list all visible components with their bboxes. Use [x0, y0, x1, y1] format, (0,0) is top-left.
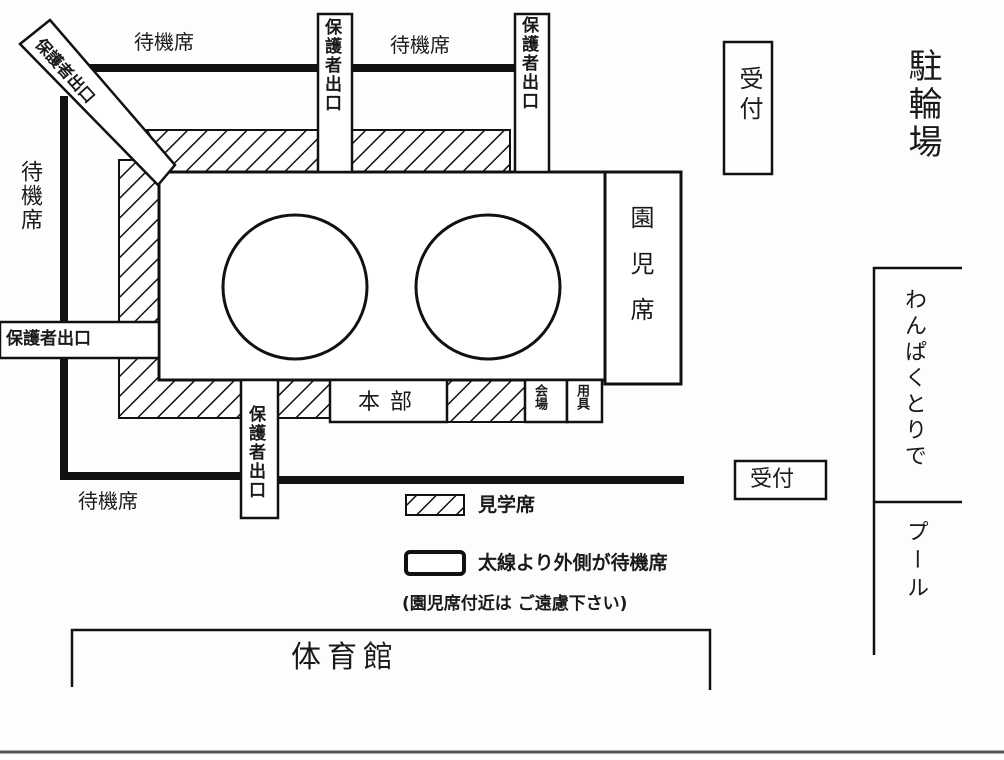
playing-field	[157, 170, 607, 382]
equipment-label: 用具	[574, 384, 589, 410]
wanpaku-fort-label: わんぱくとりで	[901, 288, 926, 470]
reception-label-mid: 受付	[750, 467, 795, 492]
reception-label-top: 受付	[735, 66, 763, 126]
kids-seat-label: 園児席	[626, 205, 654, 343]
exit-label-bottom: 保護者出口	[245, 405, 265, 500]
gym-label: 体育館	[291, 640, 399, 675]
legend-outline-swatch	[404, 550, 466, 576]
pool-label: プール	[903, 520, 928, 604]
legend-note-label: (園児席付近は ご遠慮下さい)	[402, 594, 628, 614]
waiting-label-top-right: 待機席	[390, 33, 450, 57]
legend-waiting-label: 太線より外側が待機席	[478, 552, 668, 574]
waiting-label-left: 待機席	[17, 160, 42, 232]
exit-label-top-left: 保護者出口	[321, 18, 341, 113]
exit-label-top-right: 保護者出口	[518, 16, 538, 111]
hq-boxes	[328, 378, 604, 424]
exit-label-left: 保護者出口	[6, 329, 91, 349]
spectator-areas	[118, 129, 526, 423]
waiting-label-bottom: 待機席	[78, 489, 138, 513]
kids-seat-box	[603, 170, 683, 386]
waiting-boundary	[60, 64, 684, 484]
legend-hatch-swatch	[405, 494, 465, 516]
waiting-label-top-left: 待機席	[134, 30, 194, 54]
right-structures	[70, 40, 962, 690]
legend-spectator-label: 見学席	[478, 494, 536, 516]
hq-label: 本部	[358, 390, 423, 415]
exit-corridors	[0, 12, 551, 520]
bicycle-parking-label: 駐輪場	[902, 48, 942, 162]
venue-label: 会場	[532, 384, 547, 410]
